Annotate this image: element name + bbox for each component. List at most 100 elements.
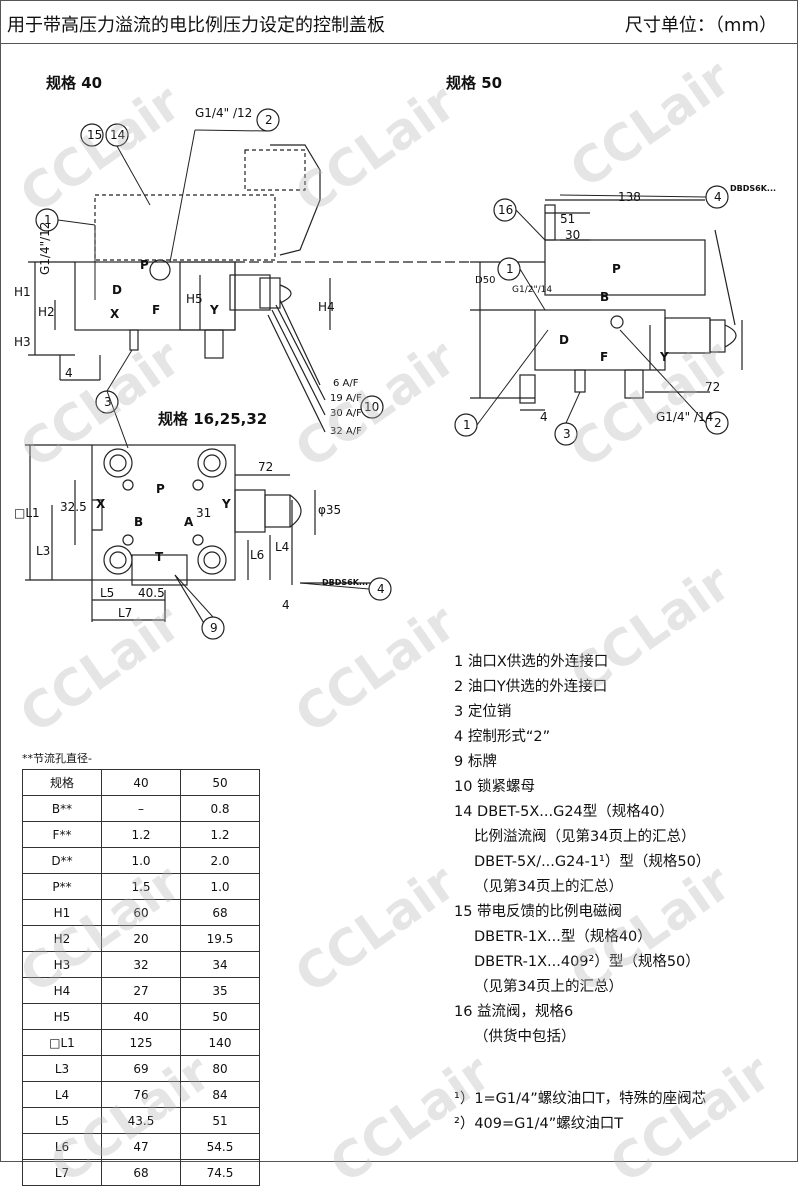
table-row: B**–0.8 — [22, 795, 260, 822]
table-cell: 34 — [180, 951, 260, 978]
port-d-40: D — [112, 283, 122, 297]
table-cell: 0.8 — [180, 795, 260, 822]
table-cell: 50 — [180, 769, 260, 796]
af-30: 30 A/F — [330, 408, 362, 419]
dim-l3: L3 — [36, 544, 51, 558]
table-cell: 27 — [101, 977, 181, 1004]
legend-item: 10 锁紧螺母 — [454, 779, 536, 795]
legend-item: 16 益流阀，规格6 — [454, 1004, 574, 1020]
dim-31: 31 — [196, 506, 212, 520]
table-cell: L4 — [22, 1081, 102, 1108]
footnote-2: ²）409=G1/4”螺纹油口T — [454, 1116, 624, 1132]
table-cell: 1.2 — [101, 821, 181, 848]
port-b-50: B — [600, 290, 610, 304]
legend-item: 9 标牌 — [454, 754, 497, 770]
table-cell: H1 — [22, 899, 102, 926]
technical-drawing — [25, 108, 743, 640]
legend-item: DBETR-1X...型（规格40） — [474, 929, 652, 945]
port-f-40: F — [152, 303, 161, 317]
table-cell: 69 — [101, 1055, 181, 1082]
legend-item: 15 带电反馈的比例电磁阀 — [454, 904, 623, 920]
dim-g14-12: G1/4" /12 — [195, 106, 253, 120]
legend-item: 4 控制形式“2” — [454, 729, 551, 745]
dim-l1: □L1 — [14, 506, 40, 520]
table-cell: 规格 — [22, 769, 102, 796]
callout-14: 14 — [110, 128, 126, 142]
table-cell: 125 — [101, 1029, 181, 1056]
callout-1-50b: 1 — [463, 418, 471, 432]
dim-l4: L4 — [275, 540, 290, 554]
dim-30: 30 — [565, 228, 581, 242]
port-p-plate: P — [156, 482, 165, 496]
callout-16: 16 — [498, 203, 514, 217]
port-p-50: P — [612, 262, 621, 276]
dim-g14-14: G1/4" /14 — [656, 410, 714, 424]
table-cell: 35 — [180, 977, 260, 1004]
table-cell: 84 — [180, 1081, 260, 1108]
dbds-50: DBDS6K... — [730, 184, 777, 193]
size50-label: 规格 50 — [446, 74, 503, 92]
port-d-50: D — [559, 333, 569, 347]
callout-leaders — [57, 129, 707, 618]
dim-h1-40: H1 — [14, 285, 31, 299]
callout-2-50: 2 — [714, 416, 722, 430]
dim-d50: D50 — [475, 275, 496, 286]
table-cell: 32 — [101, 951, 181, 978]
dim-4-40: 4 — [65, 366, 73, 380]
table-cell: 51 — [180, 1107, 260, 1134]
table-caption: **节流孔直径- — [22, 752, 92, 765]
table-cell: 60 — [101, 899, 181, 926]
table-cell: D** — [22, 847, 102, 874]
legend-item: 2 油口Y供选的外连接口 — [454, 679, 608, 695]
port-x-plate: X — [96, 497, 106, 511]
legend-item: （见第34页上的汇总） — [474, 879, 623, 895]
unit-label: 尺寸单位：（mm） — [624, 15, 777, 36]
dim-40-5: 40.5 — [138, 586, 165, 600]
dim-h2-40: H2 — [38, 305, 55, 319]
callout-9: 9 — [210, 621, 218, 635]
af-32: 32 A/F — [330, 426, 362, 437]
legend-item: 14 DBET-5X...G24型（规格40） — [454, 804, 674, 820]
table-cell: □L1 — [22, 1029, 102, 1056]
legend-item: （供货中包括） — [474, 1029, 576, 1045]
size40-label: 规格 40 — [46, 74, 103, 92]
footnote-1: ¹）1=G1/4”螺纹油口T，特殊的座阀芯 — [454, 1091, 707, 1107]
table-cell: 40 — [101, 1003, 181, 1030]
dim-l5: L5 — [100, 586, 115, 600]
legend-item: DBETR-1X...409²）型（规格50） — [474, 954, 700, 970]
callout-1-50: 1 — [506, 262, 514, 276]
table-cell: 54.5 — [180, 1133, 260, 1160]
table-cell: 19.5 — [180, 925, 260, 952]
drawing-size40 — [28, 144, 470, 433]
table-cell: – — [101, 795, 181, 822]
table-cell: 43.5 — [101, 1107, 181, 1134]
legend-item: DBET-5X/...G24-1¹）型（规格50） — [474, 854, 711, 870]
callout-15: 15 — [87, 128, 103, 142]
table-cell: L3 — [22, 1055, 102, 1082]
dim-g14-12-vertical: G1/4"/12 — [38, 221, 52, 275]
dim-h4-40: H4 — [318, 300, 335, 314]
port-a-plate: A — [184, 515, 194, 529]
port-y-40: Y — [210, 303, 219, 317]
table-cell: F** — [22, 821, 102, 848]
table-cell: 1.0 — [101, 847, 181, 874]
af-6: 6 A/F — [333, 378, 359, 389]
dim-32-5: 32.5 — [60, 500, 87, 514]
table-cell: 50 — [180, 1003, 260, 1030]
dim-4-50: 4 — [540, 410, 548, 424]
page-title: 用于带高压力溢流的电比例压力设定的控制盖板 — [7, 15, 385, 36]
table-cell: 2.0 — [180, 847, 260, 874]
port-y-50: Y — [660, 350, 669, 364]
dim-138: 138 — [618, 190, 641, 204]
legend-item: 3 定位销 — [454, 704, 512, 720]
dim-l6: L6 — [250, 548, 265, 562]
